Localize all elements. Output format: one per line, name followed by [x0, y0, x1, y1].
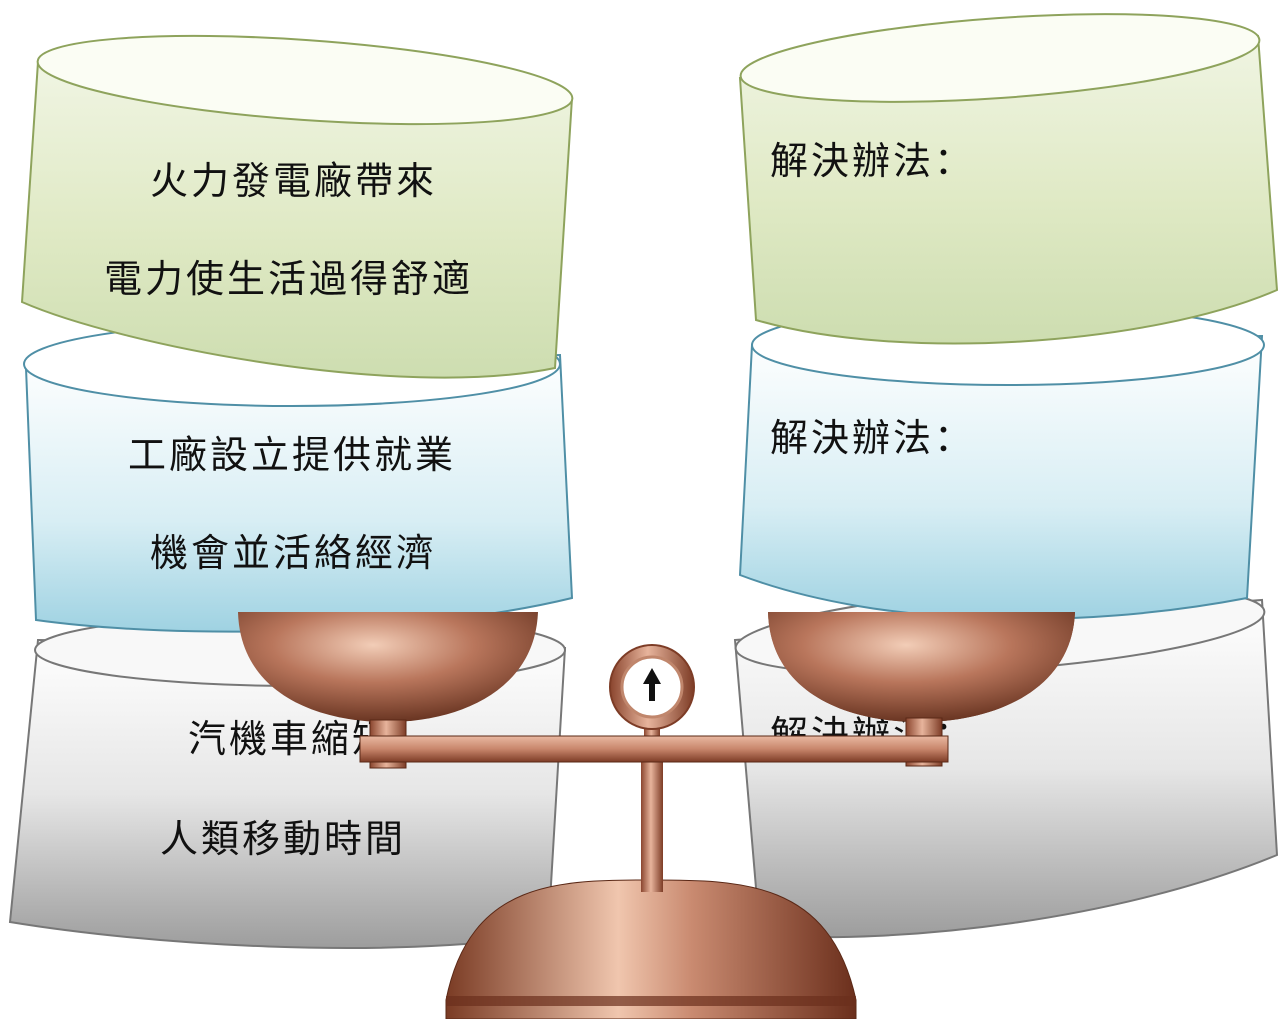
left-middle-line2: 機會並活絡經濟	[150, 531, 438, 575]
right-top-label: 解決辦法：	[770, 139, 976, 183]
left-top-block	[20, 34, 574, 379]
right-bottom-label: 解決辦法：	[770, 713, 976, 757]
right-middle-label: 解決辦法：	[770, 416, 976, 460]
scale-dial	[609, 644, 695, 740]
right-top-block	[738, 13, 1279, 345]
left-pan	[238, 612, 538, 722]
left-bottom-line1: 汽機車縮短	[188, 717, 394, 761]
right-middle-block	[738, 304, 1265, 621]
arrow-up-icon	[643, 668, 661, 701]
left-middle-line1: 工廠設立提供就業	[128, 433, 457, 477]
left-bottom-line2: 人類移動時間	[160, 817, 407, 861]
left-top-line1: 火力發電廠帶來	[150, 159, 438, 203]
scale-stand	[641, 752, 663, 892]
left-top-line2: 電力使生活過得舒適	[104, 257, 474, 301]
